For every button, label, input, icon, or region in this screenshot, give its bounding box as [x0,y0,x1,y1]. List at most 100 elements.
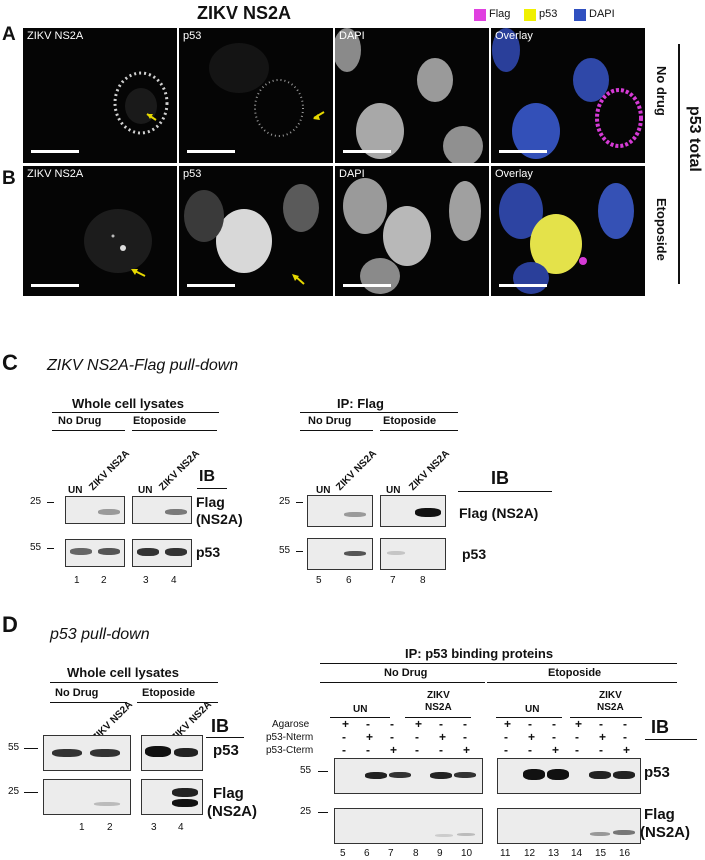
d-ip-lane: 10 [461,848,473,859]
d-wcl-etoposide: Etoposide [142,687,196,699]
d-ip-lane: 5 [340,848,346,859]
d-flag-label-wcl: Flag [213,785,244,802]
plus-minus-mark: - [552,717,556,731]
d-lane-2: 2 [107,822,113,833]
plus-minus-mark: - [552,730,556,744]
flag-legend-swatch [474,9,486,21]
dapi-legend-label: DAPI [589,8,615,20]
flag-legend-label: Flag [489,8,511,20]
plus-minus-mark: - [463,730,467,744]
condition-etoposide: Etoposide [654,198,669,261]
d-mw-25: 25 [8,786,20,797]
d-ib-ip: IB [651,717,669,737]
lane-7: 7 [390,575,396,586]
tick [47,502,54,503]
divider [496,717,562,718]
blot-d-flag-nd [43,779,131,815]
d-ip-lane: 8 [413,848,419,859]
c-ip-un-1: UN [316,485,331,496]
ip-mw-25: 25 [279,496,291,507]
d-ib-wcl: IB [211,716,229,736]
d-wcl-no-drug: No Drug [55,687,99,699]
plus-minus-mark: - [342,730,346,744]
plus-minus-mark: - [599,717,603,731]
plus-minus-mark: - [575,743,579,757]
d-ip-zikv-nd-2: NS2A [425,702,452,713]
lane-3: 3 [143,575,149,586]
label-overlay-a: Overlay [495,30,533,42]
plus-minus-mark: + [528,730,536,744]
c-ip-p53-label: p53 [462,546,487,562]
c-zikv-2: ZIKV NS2A [157,448,202,493]
plus-minus-mark: - [599,743,603,757]
c-ip-un-2: UN [386,485,401,496]
micrograph-a-p53: p53 [179,28,333,163]
label-dapi-b: DAPI [339,168,365,180]
plus-minus-mark: - [342,743,346,757]
plus-minus-mark: - [504,730,508,744]
c-ib-ip: IB [491,468,509,488]
divider [300,412,458,413]
c-p53-label: p53 [196,544,221,560]
panel-letter-d: D [2,612,18,637]
d-ip-lane: 13 [548,848,560,859]
c-ip-header: IP: Flag [337,396,384,411]
tick [24,748,38,749]
label-overlay-b: Overlay [495,168,533,180]
d-ip-un-eto: UN [525,704,540,715]
d-p53-label-wcl: p53 [213,742,239,759]
c-ip-zikv-1: ZIKV NS2A [334,448,379,493]
dapi-legend-swatch [574,9,586,21]
plus-minus-mark: - [504,743,508,757]
d-ip-lane: 16 [619,848,631,859]
row-p53-cterm: p53-Cterm [266,745,314,756]
d-ip-no-drug: No Drug [384,667,428,679]
d-lane-4: 4 [178,822,184,833]
divider [330,717,390,718]
p53-legend-swatch [524,9,536,21]
d-ip-p53-label: p53 [644,764,670,781]
d-mw-55: 55 [8,742,20,753]
d-ip-lane: 6 [364,848,370,859]
d-ip-lane: 11 [500,848,511,859]
panel-c-title: ZIKV NS2A-Flag pull-down [47,357,239,374]
micrograph-b-dapi: DAPI [335,166,489,296]
blot-c-p53-nd [65,539,125,567]
tick [296,551,303,552]
c-un-1: UN [68,485,83,496]
plus-minus-mark: + [463,743,471,757]
c-wcl-etoposide: Etoposide [133,415,187,427]
tick [24,792,38,793]
plus-minus-mark: - [390,717,394,731]
d-ip-zikv-nd-1: ZIKV [427,690,450,701]
blot-c-flag-eto [132,496,192,524]
d-ip-un-nd: UN [353,704,368,715]
blot-d-p53-eto [141,735,203,771]
d-ip-lane: 12 [524,848,536,859]
c-ip-etoposide: Etoposide [383,415,437,427]
c-flag-label: Flag [196,494,225,510]
plus-minus-mark: + [599,730,607,744]
divider [458,491,552,492]
label-zikv-a: ZIKV NS2A [27,30,84,42]
c-un-2: UN [138,485,153,496]
row-agarose: Agarose [272,719,310,730]
label-p53-b: p53 [183,168,202,180]
d-ip-flag-label: Flag [644,806,675,823]
d-lane-3: 3 [151,822,157,833]
panel-d-title: p53 pull-down [50,626,150,643]
tick [296,502,303,503]
mw-25: 25 [30,496,42,507]
scale-bar [343,284,391,287]
c-zikv-1: ZIKV NS2A [87,448,132,493]
d-ip-etoposide: Etoposide [548,667,602,679]
plus-minus-mark: - [623,730,627,744]
panel-letter-c: C [2,350,18,375]
d-ip-zikv-eto-2: NS2A [597,702,624,713]
label-dapi-a: DAPI [339,30,365,42]
plus-minus-mark: - [439,717,443,731]
row-p53-nterm: p53-Nterm [266,732,314,743]
divider [132,430,217,431]
plus-minus-mark: + [415,717,423,731]
d-ns2a-label-wcl: (NS2A) [207,803,258,820]
